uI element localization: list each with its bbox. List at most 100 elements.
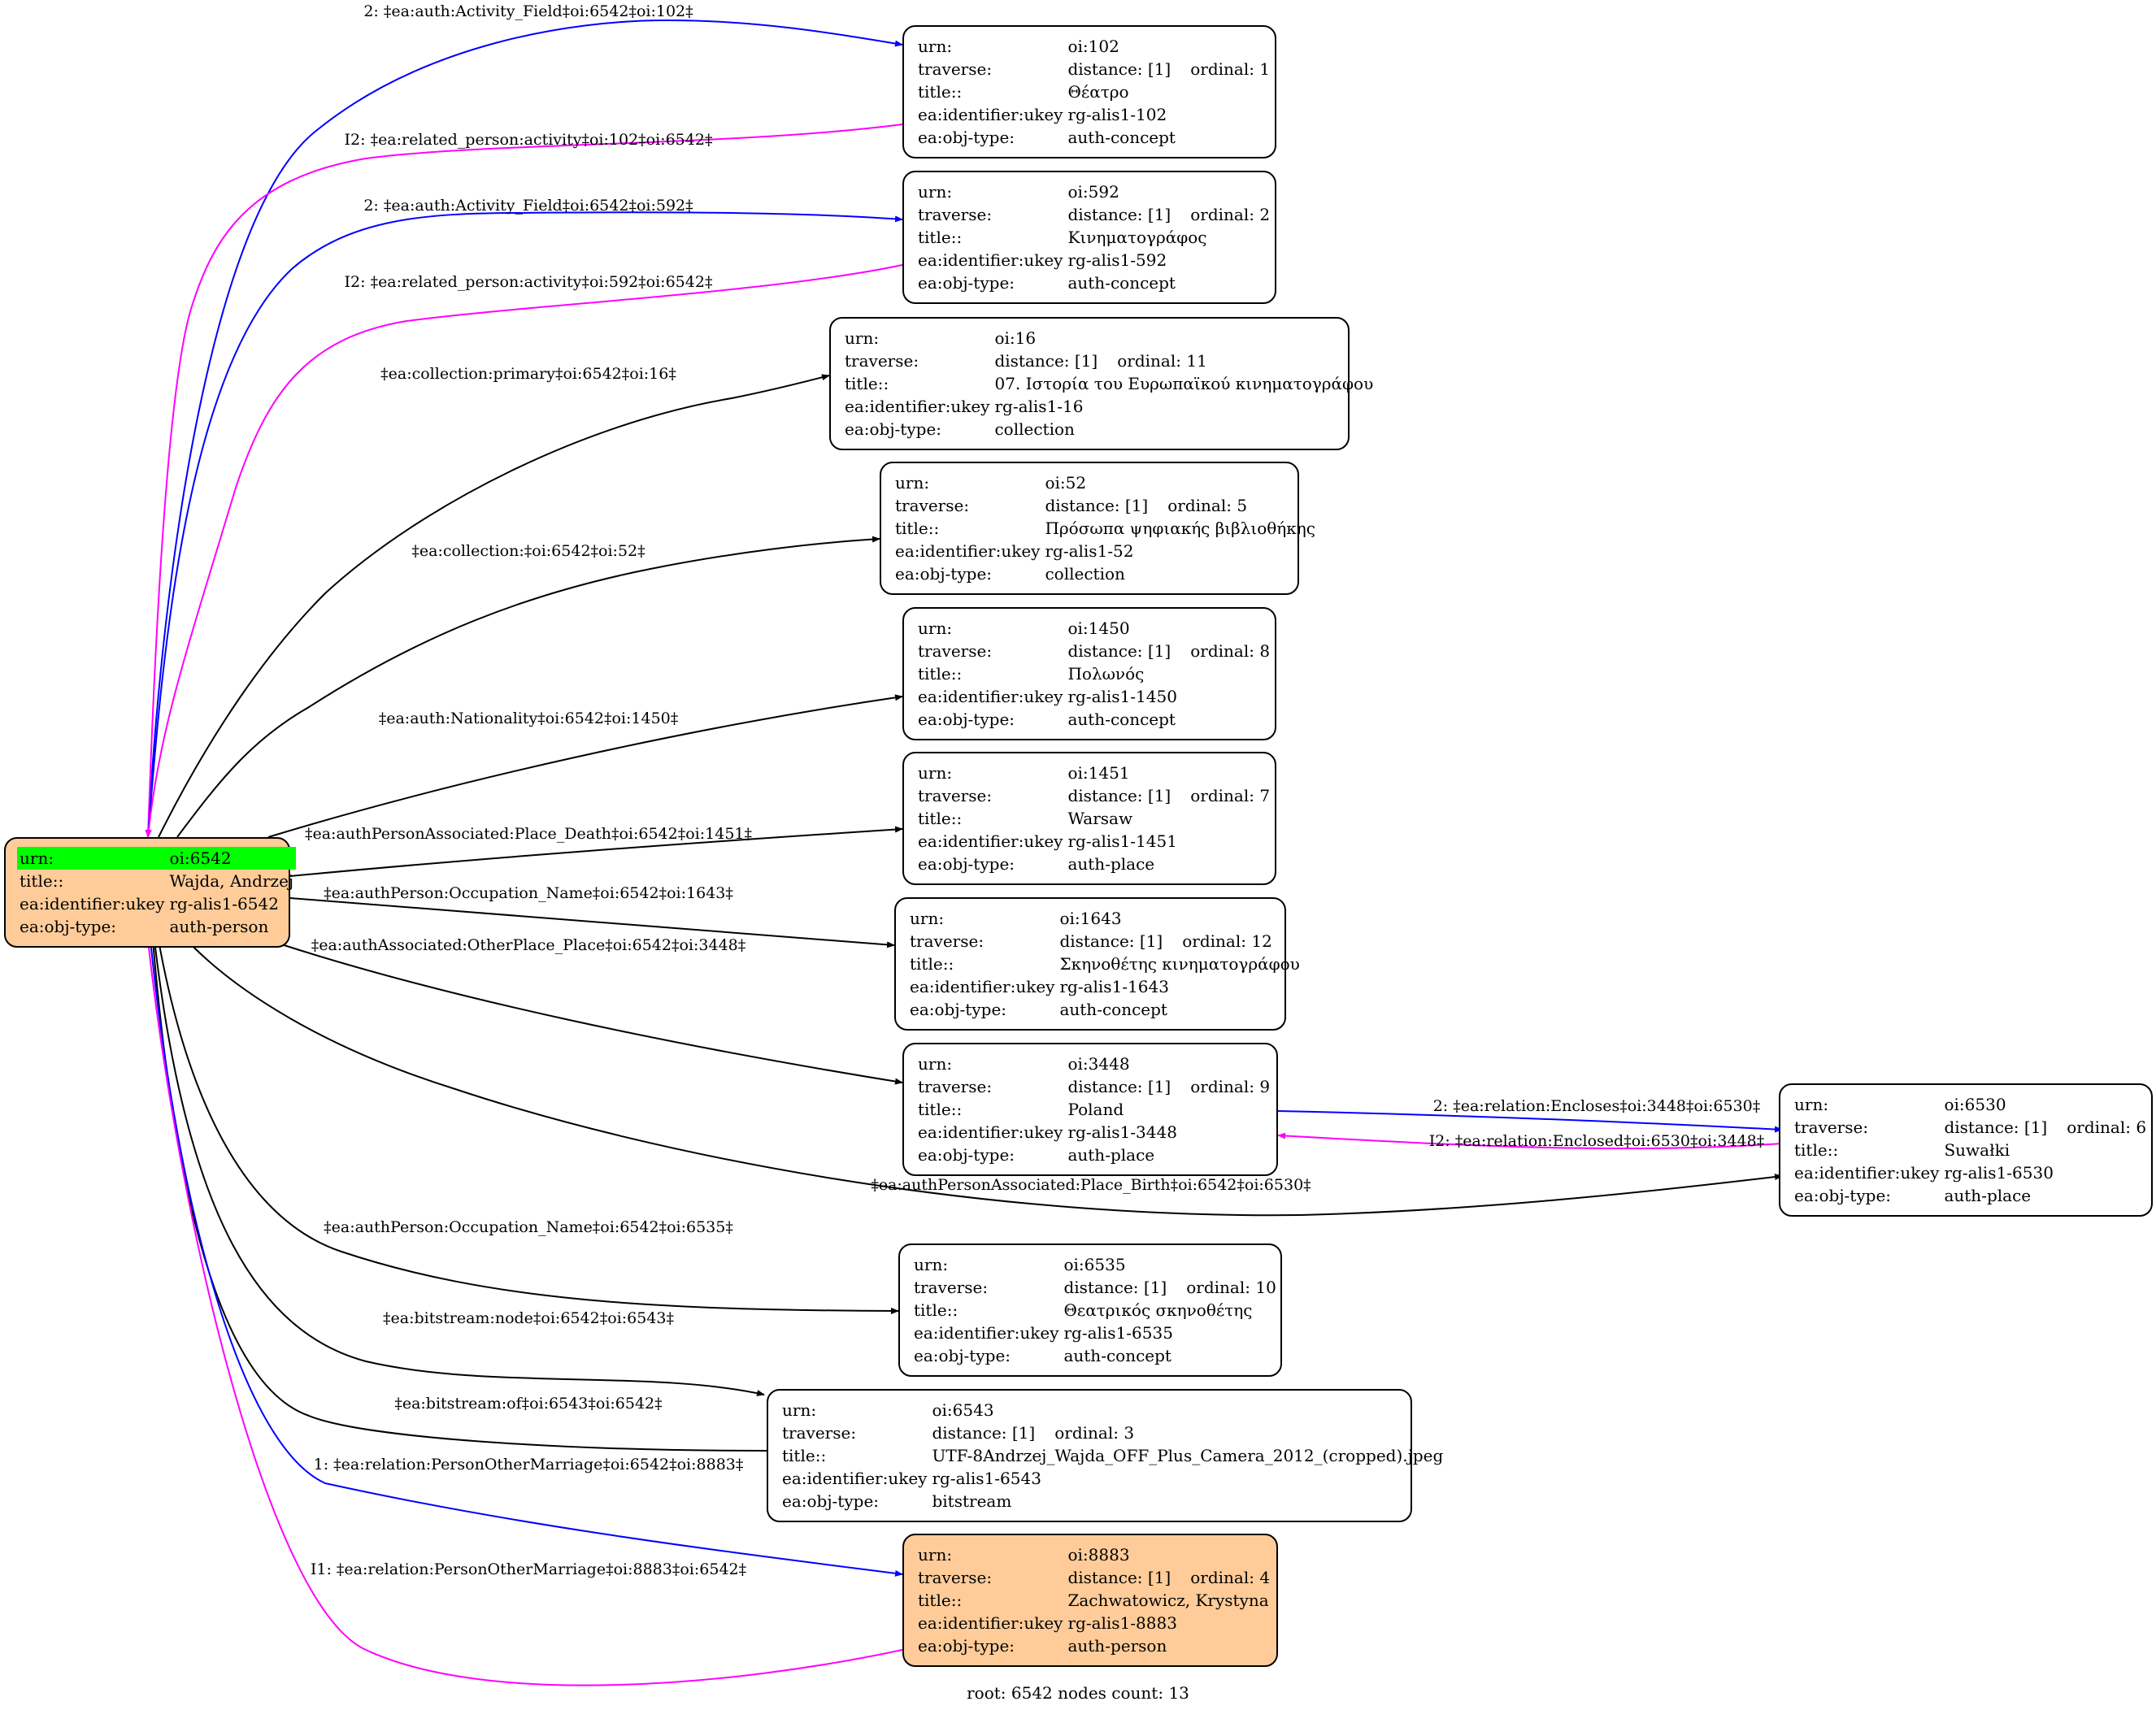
type-value: auth-place: [1067, 1145, 1155, 1165]
node-102[interactable]: urn:oi:102 traverse:distance: [1]ordinal…: [902, 25, 1276, 158]
type-value: collection: [1045, 564, 1125, 584]
type-key: ea:obj-type:: [918, 1636, 1015, 1656]
ukey-value: rg-alis1-52: [1045, 541, 1134, 561]
title-key: title::: [918, 228, 963, 247]
traverse-key: traverse:: [918, 641, 993, 661]
distance-value: distance: [1]: [1067, 641, 1171, 661]
node-root-6542[interactable]: urn:oi:6542 title::Wajda, Andrzej ea:ide…: [4, 837, 297, 948]
urn-value: oi:6543: [932, 1400, 994, 1420]
edge-label-e12: I2: ‡ea:relation:Enclosed‡oi:6530‡oi:344…: [1429, 1132, 1765, 1150]
type-value: auth-concept: [1063, 1346, 1171, 1365]
traverse-key: traverse:: [895, 496, 970, 515]
title-value: Θέατρο: [1067, 82, 1129, 102]
title-key: title::: [20, 871, 64, 891]
type-key: ea:obj-type:: [918, 710, 1015, 729]
edge-e1: [147, 19, 903, 838]
ukey-value: rg-alis1-8883: [1067, 1613, 1177, 1633]
traverse-key: traverse:: [918, 786, 993, 805]
node-16[interactable]: urn:oi:16 traverse:distance: [1]ordinal:…: [829, 317, 1373, 450]
title-value: Poland: [1067, 1100, 1124, 1119]
edge-label-e18: I1: ‡ea:relation:PersonOtherMarriage‡oi:…: [311, 1560, 746, 1578]
ordinal-value: ordinal: 8: [1190, 641, 1271, 661]
type-key: ea:obj-type:: [1794, 1186, 1892, 1205]
urn-key: urn:: [895, 473, 930, 493]
urn-key: urn:: [918, 182, 953, 202]
type-key: ea:obj-type:: [782, 1491, 880, 1511]
urn-key: urn:: [17, 847, 167, 870]
ukey-value: rg-alis1-592: [1067, 250, 1167, 270]
edge-label-e4: I2: ‡ea:related_person:activity‡oi:592‡o…: [345, 273, 713, 291]
ordinal-value: ordinal: 4: [1190, 1568, 1271, 1587]
type-key: ea:obj-type:: [20, 917, 117, 936]
ukey-key: ea:identifier:ukey: [1794, 1163, 1940, 1183]
title-key: title::: [918, 809, 963, 828]
node-6535[interactable]: urn:oi:6535 traverse:distance: [1]ordina…: [898, 1243, 1282, 1377]
title-value: Wajda, Andrzej: [169, 871, 294, 891]
type-key: ea:obj-type:: [910, 1000, 1007, 1019]
edge-label-e16: ‡ea:bitstream:of‡oi:6543‡oi:6542‡: [394, 1395, 662, 1413]
distance-value: distance: [1]: [1067, 786, 1171, 805]
ukey-key: ea:identifier:ukey: [918, 1122, 1063, 1142]
type-value: auth-place: [1944, 1186, 2032, 1205]
urn-key: urn:: [910, 909, 945, 928]
ordinal-value: ordinal: 3: [1054, 1423, 1135, 1443]
edge-e9: [289, 897, 895, 948]
ordinal-value: ordinal: 9: [1190, 1077, 1271, 1096]
ukey-key: ea:identifier:ukey: [918, 687, 1063, 706]
ukey-key: ea:identifier:ukey: [895, 541, 1041, 561]
ukey-key: ea:identifier:ukey: [914, 1323, 1059, 1343]
ordinal-value: ordinal: 12: [1182, 931, 1272, 951]
type-value: auth-concept: [1059, 1000, 1167, 1019]
ukey-key: ea:identifier:ukey: [918, 250, 1063, 270]
title-key: title::: [918, 1591, 963, 1610]
node-1643[interactable]: urn:oi:1643 traverse:distance: [1]ordina…: [894, 897, 1300, 1031]
node-8883[interactable]: urn:oi:8883 traverse:distance: [1]ordina…: [902, 1534, 1278, 1667]
urn-value: oi:16: [994, 328, 1037, 348]
urn-key: urn:: [918, 37, 953, 56]
ukey-value: rg-alis1-1451: [1067, 831, 1177, 851]
edge-label-e5: ‡ea:collection:primary‡oi:6542‡oi:16‡: [380, 365, 676, 383]
edge-label-e6: ‡ea:collection:‡oi:6542‡oi:52‡: [411, 542, 645, 560]
node-1450[interactable]: urn:oi:1450 traverse:distance: [1]ordina…: [902, 607, 1276, 740]
edge-e18: [146, 940, 903, 1686]
type-value: collection: [994, 419, 1075, 439]
node-592[interactable]: urn:oi:592 traverse:distance: [1]ordinal…: [902, 171, 1276, 304]
node-6543[interactable]: urn:oi:6543 traverse:distance: [1]ordina…: [767, 1389, 1443, 1522]
traverse-key: traverse:: [918, 59, 993, 79]
urn-value: oi:6530: [1944, 1095, 2006, 1114]
title-value: UTF-8Andrzej_Wajda_OFF_Plus_Camera_2012_…: [932, 1446, 1444, 1465]
distance-value: distance: [1]: [1059, 931, 1163, 951]
type-value: auth-concept: [1067, 273, 1176, 293]
node-52[interactable]: urn:oi:52 traverse:distance: [1]ordinal:…: [880, 462, 1315, 595]
distance-value: distance: [1]: [1067, 59, 1171, 79]
title-value: Πρόσωπα ψηφιακής βιβλιοθήκης: [1045, 519, 1315, 538]
ukey-value: rg-alis1-6530: [1944, 1163, 2054, 1183]
node-6530[interactable]: urn:oi:6530 traverse:distance: [1]ordina…: [1779, 1083, 2153, 1217]
traverse-key: traverse:: [918, 205, 993, 224]
title-key: title::: [918, 82, 963, 102]
node-1451[interactable]: urn:oi:1451 traverse:distance: [1]ordina…: [902, 752, 1276, 885]
type-key: ea:obj-type:: [918, 854, 1015, 874]
edge-e3: [147, 211, 903, 838]
title-key: title::: [914, 1300, 958, 1320]
ordinal-value: ordinal: 2: [1190, 205, 1271, 224]
urn-key: urn:: [918, 1054, 953, 1074]
edge-e8: [289, 826, 903, 877]
node-3448[interactable]: urn:oi:3448 traverse:distance: [1]ordina…: [902, 1043, 1278, 1176]
ukey-value: rg-alis1-6535: [1063, 1323, 1173, 1343]
urn-value: oi:52: [1045, 473, 1087, 493]
title-key: title::: [1794, 1140, 1839, 1160]
ukey-key: ea:identifier:ukey: [20, 894, 165, 914]
title-key: title::: [910, 954, 954, 974]
graph-summary: root: 6542 nodes count: 13: [967, 1683, 1189, 1703]
edge-e17: [150, 940, 903, 1577]
title-key: title::: [895, 519, 940, 538]
type-key: ea:obj-type:: [845, 419, 942, 439]
edge-e4: [145, 264, 903, 838]
title-value: Θεατρικός σκηνοθέτης: [1063, 1300, 1253, 1320]
ukey-value: rg-alis1-6542: [169, 894, 279, 914]
title-value: 07. Ιστορία του Ευρωπαϊκού κινηματογράφο…: [994, 374, 1374, 393]
type-value: bitstream: [932, 1491, 1012, 1511]
traverse-key: traverse:: [1794, 1118, 1869, 1137]
